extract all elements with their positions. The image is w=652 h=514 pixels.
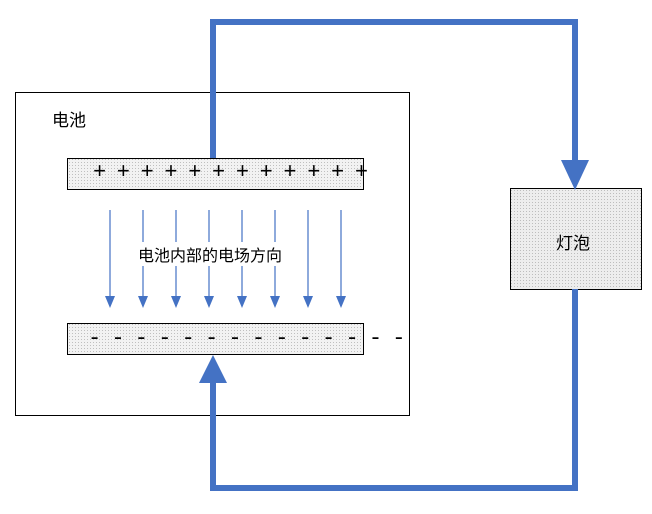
field-arrow-icon bbox=[303, 210, 313, 308]
field-arrows bbox=[105, 210, 346, 308]
wire-top bbox=[210, 19, 578, 165]
wire-arrow-up-icon bbox=[199, 355, 227, 383]
field-arrow-icon bbox=[105, 210, 115, 308]
wire-arrow-down-icon bbox=[561, 160, 589, 190]
field-arrow-icon bbox=[336, 210, 346, 308]
positive-charges: + + + + + + + + + + + + bbox=[93, 160, 368, 185]
positive-plate bbox=[67, 158, 364, 190]
field-direction-label: 电池内部的电场方向 bbox=[137, 242, 284, 266]
circuit-wire bbox=[199, 19, 589, 491]
negative-plate bbox=[67, 323, 364, 355]
wire-bottom bbox=[210, 289, 578, 491]
battery-label: 电池 bbox=[52, 111, 86, 131]
negative-charges: - - - - - - - - - - - - - - bbox=[88, 326, 405, 351]
bulb-label: 灯泡 bbox=[556, 234, 590, 254]
bulb-box bbox=[510, 188, 642, 290]
